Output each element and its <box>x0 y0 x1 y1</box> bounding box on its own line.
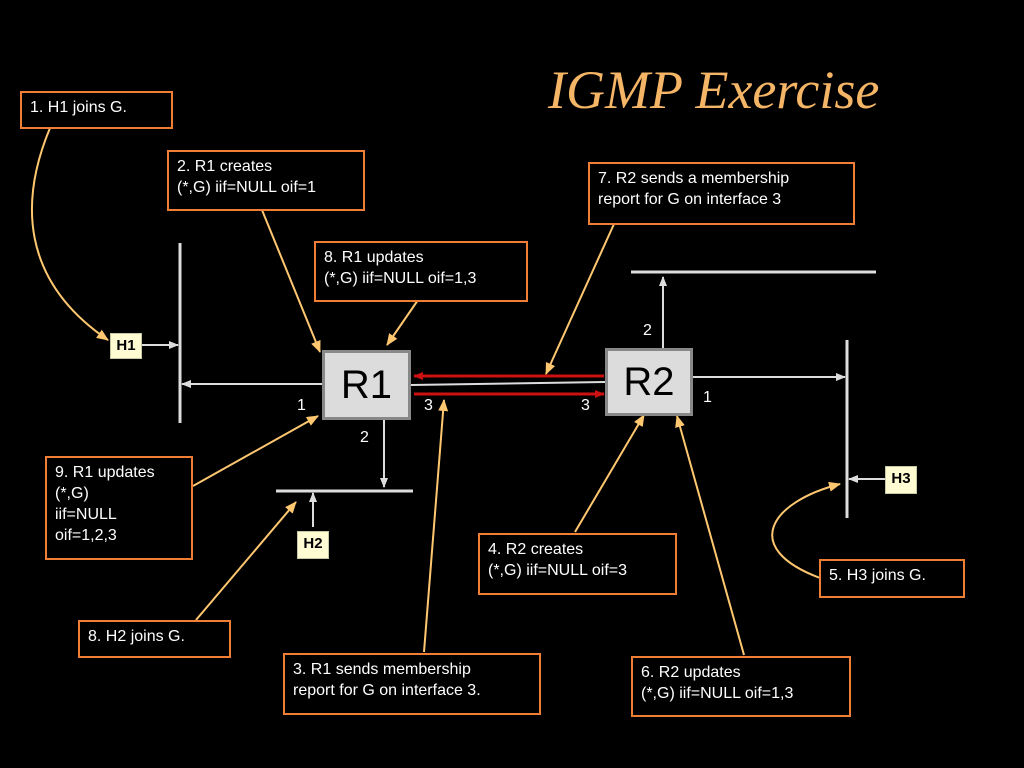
step-9-note: 9. R1 updates (*,G) iif=NULL oif=1,2,3 <box>45 456 193 560</box>
router-r2: R2 <box>605 348 693 416</box>
callout-arrow-step-7 <box>545 223 615 375</box>
step-3-note: 3. R1 sends membership report for G on i… <box>283 653 541 715</box>
host-h1: H1 <box>110 333 142 359</box>
callout-arrow-step-4 <box>574 414 645 533</box>
r2-interface-2-label: 2 <box>643 322 652 339</box>
r1-r2-link <box>410 381 606 386</box>
step-4-note: 4. R2 creates (*,G) iif=NULL oif=3 <box>478 533 677 595</box>
step-6-note: 6. R2 updates (*,G) iif=NULL oif=1,3 <box>631 656 851 717</box>
callout-arrow-step-9 <box>192 415 319 487</box>
callout-arrow-step-3 <box>423 399 449 653</box>
host-h2: H2 <box>297 531 329 559</box>
callout-arrow-step-1 <box>30 127 109 341</box>
callout-arrow-step-8b <box>195 501 297 621</box>
step-2-note: 2. R1 creates (*,G) iif=NULL oif=1 <box>167 150 365 211</box>
step-5-note: 5. H3 joins G. <box>819 559 965 598</box>
step-8-h2-note: 8. H2 joins G. <box>78 620 231 658</box>
callout-arrow-step-6 <box>675 415 745 656</box>
callout-arrow-step-2 <box>261 209 321 353</box>
step-8-r1-note: 8. R1 updates (*,G) iif=NULL oif=1,3 <box>314 241 528 302</box>
r1-interface-1-label: 1 <box>297 397 306 414</box>
router-r1-label: R1 <box>340 363 393 407</box>
step-1-note: 1. H1 joins G. <box>20 91 173 129</box>
host-h3: H3 <box>885 466 917 494</box>
callout-arrow-step-5 <box>771 481 841 579</box>
router-r1: R1 <box>322 350 411 420</box>
callout-arrow-step-8a <box>386 299 419 346</box>
router-r2-label: R2 <box>623 360 675 404</box>
r2-interface-3-label: 3 <box>581 397 590 414</box>
r1-interface-3-label: 3 <box>424 397 433 414</box>
page-title: IGMP Exercise <box>548 60 880 120</box>
r1-interface-2-label: 2 <box>360 429 369 446</box>
r2-interface-1-label: 1 <box>703 389 712 406</box>
step-7-note: 7. R2 sends a membership report for G on… <box>588 162 855 225</box>
